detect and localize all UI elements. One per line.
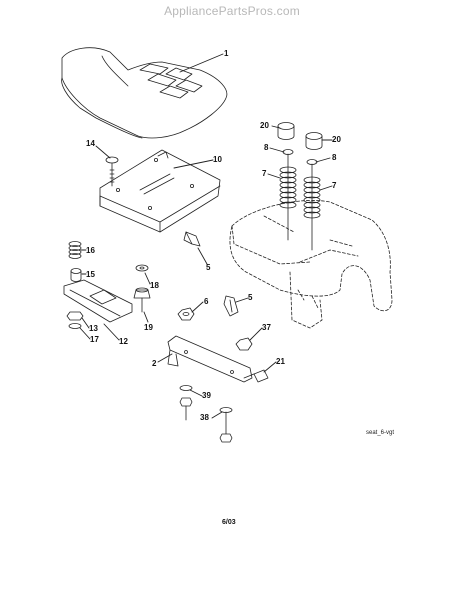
callout-10: 10 <box>213 155 222 164</box>
clip-lower <box>223 295 239 317</box>
clip-upper <box>183 231 201 247</box>
flange-nut <box>235 337 253 351</box>
callout-18: 18 <box>150 281 159 290</box>
callout-39: 39 <box>202 391 211 400</box>
shoulder-bolt <box>243 369 269 383</box>
callout-7: 7 <box>332 181 337 190</box>
callout-2: 2 <box>152 359 157 368</box>
bumper-right <box>305 132 323 150</box>
callout-14: 14 <box>86 139 95 148</box>
callout-labels: 1 2 5 5 6 7 7 8 8 10 12 13 14 15 16 17 1… <box>86 49 394 526</box>
callout-37: 37 <box>262 323 271 332</box>
lock-nut <box>177 307 195 321</box>
callout-5: 5 <box>248 293 253 302</box>
callout-21: 21 <box>276 357 285 366</box>
washer-39 <box>179 385 233 413</box>
callout-8: 8 <box>264 143 269 152</box>
bolt-left <box>282 149 294 241</box>
callout-1: 1 <box>224 49 229 58</box>
callout-38: 38 <box>200 413 209 422</box>
slide-bracket <box>63 279 133 323</box>
seat <box>61 47 228 139</box>
callout-12: 12 <box>119 337 128 346</box>
carriage-bolt <box>105 156 119 187</box>
callout-15: 15 <box>86 270 95 279</box>
pivot-bracket <box>167 335 253 383</box>
seat-pan <box>99 149 221 233</box>
hex-bolt <box>179 397 233 443</box>
callout-6: 6 <box>204 297 209 306</box>
callout-17: 17 <box>90 335 99 344</box>
diagram-tag: seat_6-vgt <box>366 430 394 436</box>
flat-washer <box>135 264 149 272</box>
callout-7: 7 <box>262 169 267 178</box>
spring-small <box>68 241 82 259</box>
hex-nut <box>66 311 84 321</box>
callout-5: 5 <box>206 263 211 272</box>
bolt-right <box>306 159 318 251</box>
leader-lines <box>79 53 333 419</box>
spring-right <box>303 176 321 219</box>
date-code: 6/03 <box>222 519 236 526</box>
callout-20: 20 <box>332 135 341 144</box>
mower-fender <box>229 200 393 329</box>
adjust-knob <box>133 287 151 313</box>
spring-left <box>279 166 297 209</box>
spacer <box>70 268 82 282</box>
callout-8: 8 <box>332 153 337 162</box>
callout-16: 16 <box>86 246 95 255</box>
callout-13: 13 <box>89 324 98 333</box>
washer <box>68 323 82 329</box>
watermark-site-name: AppliancePartsPros.com <box>164 4 300 18</box>
bumper-left <box>277 122 295 140</box>
callout-19: 19 <box>144 323 153 332</box>
callout-20: 20 <box>260 121 269 130</box>
